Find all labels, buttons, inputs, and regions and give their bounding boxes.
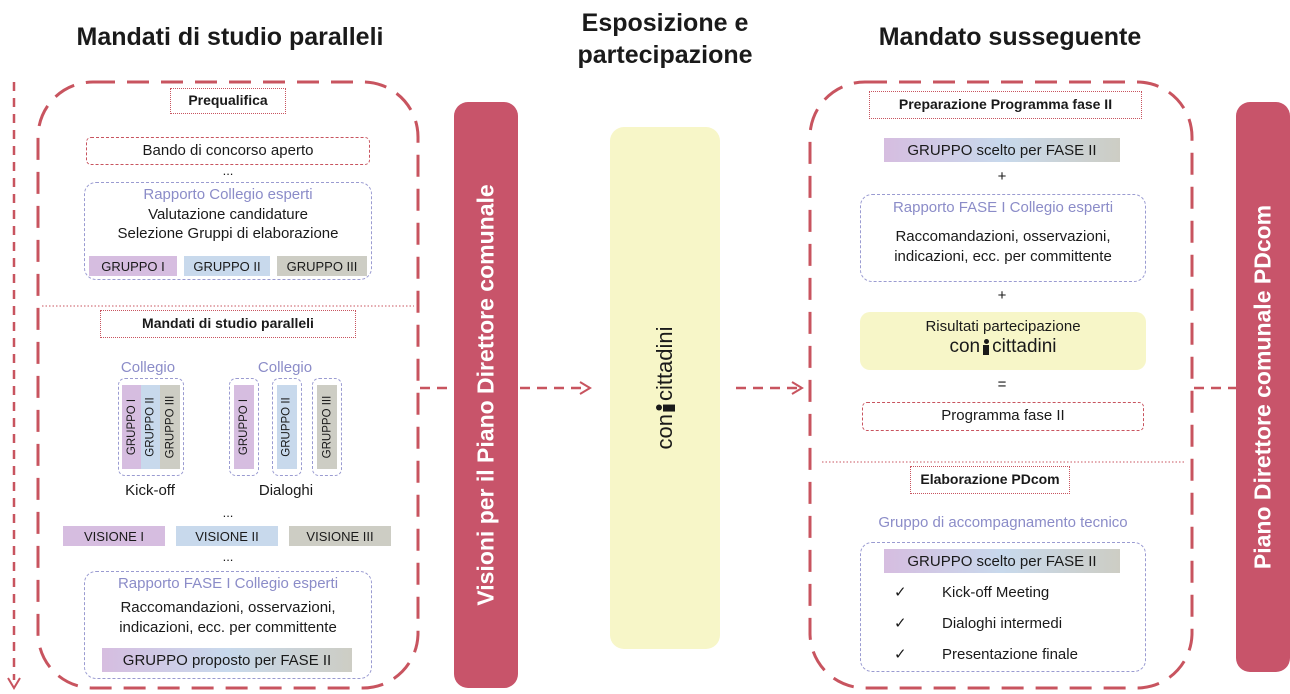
selezione-text: Selezione Gruppi di elaborazione — [117, 225, 339, 242]
rapporto-fase-right-title: Rapporto FASE I Collegio esperti — [892, 199, 1114, 216]
programma-box: Programma fase II — [862, 402, 1144, 431]
check-icon: ✓ — [894, 615, 907, 632]
valutazione-text: Valutazione candidature — [148, 206, 308, 223]
dialogo-box-3 — [312, 378, 342, 476]
gruppo-scelto-chip-2: GRUPPO scelto per FASE II — [884, 549, 1120, 573]
check-label-presentazione: Presentazione finale — [942, 645, 1078, 663]
prequalifica-label: Prequalifica — [170, 88, 286, 114]
check-item-kickoff: ✓ Kick-off Meeting — [894, 583, 1050, 602]
gruppo-accomp-label: Gruppo di accompagnamento tecnico — [878, 514, 1128, 531]
collegio-label-1: Collegio — [120, 359, 176, 376]
mandati-label: Mandati di studio paralleli — [100, 310, 356, 338]
visione-iii-chip: VISIONE III — [289, 526, 391, 546]
header-right: Mandato susseguente — [878, 23, 1142, 51]
gruppo-ii-chip: GRUPPO II — [184, 256, 270, 276]
person-icon — [655, 404, 675, 412]
ellipsis-2: ... — [222, 505, 234, 520]
preparazione-label: Preparazione Programma fase II — [869, 91, 1142, 119]
dialogo-box-1 — [229, 378, 259, 476]
ellipsis-3: ... — [222, 549, 234, 564]
racc-right-line2: indicazioni, ecc. per committente — [894, 248, 1112, 265]
racc-line2: indicazioni, ecc. per committente — [119, 619, 337, 636]
kickoff-group-box — [118, 378, 184, 476]
con-cittadini-logo: con cittadini — [652, 326, 677, 450]
con-cittadini-box: con cittadini — [610, 127, 720, 649]
gruppo-scelto-chip-1: GRUPPO scelto per FASE II — [884, 138, 1120, 162]
dialogo-gruppo-i: GRUPPO I — [234, 385, 254, 469]
kickoff-label: Kick-off — [125, 482, 175, 499]
bar-pdcom-text: Piano Direttore comunale PDcom — [1249, 204, 1276, 570]
dialogo-gruppo-ii: GRUPPO II — [277, 385, 297, 469]
bar-visioni: Visioni per il Piano Direttore comunale — [454, 102, 518, 688]
plus-2: + — [997, 287, 1007, 304]
person-icon-small — [983, 339, 990, 355]
risultati-box: Risultati partecipazione con cittadini — [860, 312, 1146, 370]
check-icon: ✓ — [894, 646, 907, 663]
gruppo-proposto-chip: GRUPPO proposto per FASE II — [102, 648, 352, 672]
racc-right-line1: Raccomandazioni, osservazioni, — [895, 228, 1111, 245]
header-left: Mandati di studio paralleli — [76, 23, 384, 51]
rapporto-fase-right-box: Rapporto FASE I Collegio esperti Raccoma… — [860, 194, 1146, 282]
dialogo-box-2 — [272, 378, 302, 476]
header-middle-line1: Esposizione e — [581, 9, 749, 37]
kickoff-gruppo-iii: GRUPPO III — [160, 385, 180, 469]
visione-ii-chip: VISIONE II — [176, 526, 278, 546]
check-item-dialoghi: ✓ Dialoghi intermedi — [894, 614, 1063, 633]
racc-line1: Raccomandazioni, osservazioni, — [120, 599, 336, 616]
dialogo-gruppo-iii: GRUPPO III — [317, 385, 337, 469]
elaborazione-box — [860, 542, 1146, 672]
rapporto-collegio-box: Rapporto Collegio esperti Valutazione ca… — [84, 182, 372, 280]
kickoff-gruppo-i: GRUPPO I — [122, 385, 142, 469]
check-label-kickoff: Kick-off Meeting — [942, 583, 1050, 601]
risultati-logo: con cittadini — [949, 336, 1057, 357]
risultati-label: Risultati partecipazione — [925, 318, 1081, 335]
collegio-label-2: Collegio — [257, 359, 313, 376]
check-icon: ✓ — [894, 584, 907, 601]
visione-i-chip: VISIONE I — [63, 526, 165, 546]
check-item-presentazione: ✓ Presentazione finale — [894, 645, 1078, 664]
dialoghi-label: Dialoghi — [258, 482, 314, 499]
equals: = — [997, 376, 1007, 393]
kickoff-gruppo-ii: GRUPPO II — [141, 385, 161, 469]
check-label-dialoghi: Dialoghi intermedi — [942, 614, 1063, 632]
ellipsis-1: ... — [222, 163, 234, 178]
bando-box: Bando di concorso aperto — [86, 137, 370, 165]
plus-1: + — [997, 168, 1007, 185]
rapporto-fase-box: Rapporto FASE I Collegio esperti Raccoma… — [84, 571, 372, 679]
bar-visioni-text: Visioni per il Piano Direttore comunale — [472, 184, 499, 606]
header-middle-line2: partecipazione — [577, 41, 753, 69]
elaborazione-label: Elaborazione PDcom — [910, 466, 1070, 494]
rapporto-fase-title: Rapporto FASE I Collegio esperti — [117, 575, 339, 592]
gruppo-iii-chip: GRUPPO III — [277, 256, 367, 276]
bar-pdcom: Piano Direttore comunale PDcom — [1236, 102, 1290, 672]
rapporto-collegio-title: Rapporto Collegio esperti — [143, 186, 313, 203]
gruppo-i-chip: GRUPPO I — [89, 256, 177, 276]
